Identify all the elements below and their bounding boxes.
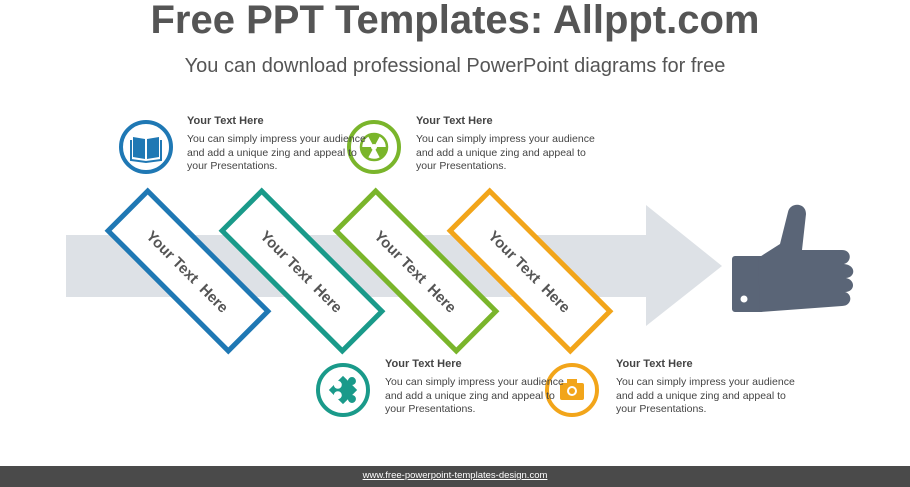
info-item-1: Your Text Here You can simply impress yo… (187, 114, 377, 174)
footer-bar: www.free-powerpoint-templates-design.com (0, 466, 910, 487)
info-heading: Your Text Here (416, 115, 493, 127)
book-icon (119, 120, 173, 174)
info-body: You can simply impress your audience and… (416, 133, 595, 173)
footer-link[interactable]: www.free-powerpoint-templates-design.com (362, 470, 548, 481)
step-frame-4 (446, 187, 614, 355)
info-heading: Your Text Here (616, 358, 693, 370)
page-subtitle: You can download professional PowerPoint… (184, 55, 726, 77)
process-diagram: Your Text Here Your Text Here Your Text … (66, 120, 854, 417)
info-heading: Your Text Here (385, 358, 462, 370)
info-body: You can simply impress your audience and… (616, 376, 795, 416)
info-item-2: Your Text Here You can simply impress yo… (416, 114, 606, 174)
info-body: You can simply impress your audience and… (187, 133, 366, 173)
step-frame-2 (218, 187, 386, 355)
info-body: You can simply impress your audience and… (385, 376, 564, 416)
puzzle-icon (316, 363, 370, 417)
thumbs-up-icon (732, 204, 854, 312)
step-frame-3 (332, 187, 500, 355)
step-frame-1 (104, 187, 272, 355)
info-item-4: Your Text Here You can simply impress yo… (616, 357, 806, 417)
info-item-3: Your Text Here You can simply impress yo… (385, 357, 575, 417)
camera-icon (545, 363, 599, 417)
radiation-icon (347, 120, 401, 174)
page-title: Free PPT Templates: Allppt.com (150, 0, 760, 42)
step-box-3: Your Text Here (332, 187, 500, 355)
info-heading: Your Text Here (187, 115, 264, 127)
